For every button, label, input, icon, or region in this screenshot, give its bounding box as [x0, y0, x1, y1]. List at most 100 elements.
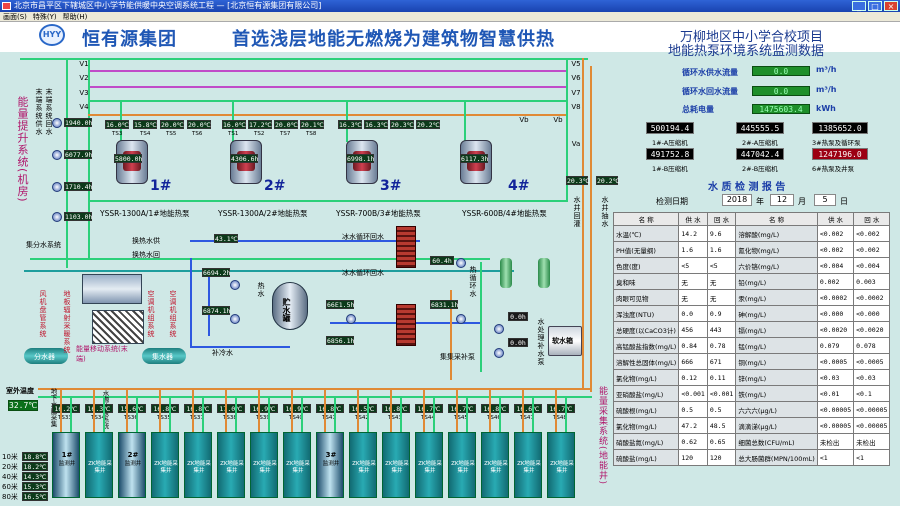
hp-temp-1: 16.0℃ — [105, 120, 129, 129]
heatpump-3-num: 3# — [380, 178, 402, 194]
soft-water-tank[interactable] — [548, 326, 582, 356]
report-item-name: 氯化物(mg/L) — [612, 417, 680, 434]
report-value: <5 — [706, 257, 737, 274]
close-button[interactable]: × — [884, 1, 898, 11]
maximize-button[interactable]: □ — [868, 1, 882, 11]
makeup-label: 集集采补泵 — [440, 353, 475, 361]
storage-tank[interactable] — [272, 282, 308, 330]
valve-v1[interactable]: V1 — [79, 60, 89, 68]
pump-soft-1[interactable] — [494, 324, 504, 334]
valve-vb2[interactable]: Vb — [553, 116, 563, 124]
monitor-well[interactable]: 1#监测井 — [52, 432, 80, 498]
collection-well[interactable]: ZK地能采集井 — [283, 432, 311, 498]
pump-center-3[interactable] — [346, 314, 356, 324]
well-name: ZK地能采集井 — [484, 461, 508, 474]
plate-exchanger-1[interactable] — [396, 226, 416, 268]
collection-well[interactable]: ZK地能采集井 — [250, 432, 278, 498]
well-temp: 16.8℃ — [316, 404, 344, 413]
pipe-green-right-2 — [480, 262, 482, 372]
monitor-well[interactable]: 2#监测井 — [118, 432, 146, 498]
depth-label: 20米 — [2, 463, 18, 471]
app-icon — [2, 2, 11, 10]
collection-well[interactable]: ZK地能采集井 — [151, 432, 179, 498]
distributor[interactable] — [24, 348, 68, 364]
pump-center-4[interactable] — [456, 258, 466, 268]
report-value: 1.6 — [706, 241, 737, 258]
pump-center-1[interactable] — [230, 280, 240, 290]
report-value: <0.00005 — [816, 417, 855, 434]
well-temp: 16.3℃ — [85, 404, 113, 413]
sand-filter-1[interactable] — [500, 258, 512, 288]
valve-v5[interactable]: V5 — [571, 60, 581, 68]
heatpump-3-model: YSSR-700B/3#地能热泵 — [336, 209, 421, 218]
valve-v3[interactable]: V3 — [79, 89, 89, 97]
menu-special[interactable]: 特殊(Y) — [32, 13, 57, 21]
report-value: 无 — [678, 289, 708, 306]
collection-well[interactable]: ZK地能采集井 — [217, 432, 245, 498]
collection-well[interactable]: ZK地能采集井 — [448, 432, 476, 498]
center-temp-top: 43.1℃ — [214, 234, 238, 243]
well-pipe-return — [334, 396, 336, 432]
energy-2b: 447042.4 — [736, 148, 784, 160]
pipe-orange-right-3 — [450, 290, 452, 380]
collection-well[interactable]: ZK地能采集井 — [514, 432, 542, 498]
valve-v7[interactable]: V7 — [571, 89, 581, 97]
collection-well[interactable]: ZK地能采集井 — [184, 432, 212, 498]
pump-center-2[interactable] — [230, 314, 240, 324]
report-item-name: 亚硝酸盐(mg/L) — [612, 385, 680, 402]
report-item-name: 高锰酸盐指数(mg/L) — [612, 337, 680, 354]
heatpump-2[interactable] — [226, 140, 266, 188]
valve-vb1[interactable]: Vb — [519, 116, 529, 124]
report-value: 48.5 — [706, 417, 737, 434]
report-month[interactable]: 12 — [770, 194, 794, 206]
pump-left-4[interactable] — [52, 212, 62, 222]
plate-exchanger-2[interactable] — [396, 304, 416, 346]
pump-left-2[interactable] — [52, 150, 62, 160]
collection-well[interactable]: ZK地能采集井 — [382, 432, 410, 498]
pump-center-5[interactable] — [456, 314, 466, 324]
collection-well[interactable]: ZK地能采集井 — [349, 432, 377, 498]
report-value: <0.002 — [853, 241, 891, 258]
collection-well[interactable]: ZK地能采集井 — [415, 432, 443, 498]
report-item-name: 浑浊度(NTU) — [612, 305, 680, 322]
pump-left-3[interactable] — [52, 182, 62, 192]
collection-well[interactable]: ZK地能采集井 — [547, 432, 575, 498]
collector[interactable] — [142, 348, 186, 364]
minimize-button[interactable]: _ — [852, 1, 866, 11]
pipe-orange-top — [88, 114, 566, 116]
report-year[interactable]: 2018 — [722, 194, 752, 206]
valve-v4[interactable]: V4 — [79, 103, 89, 111]
collection-well[interactable]: ZK地能采集井 — [481, 432, 509, 498]
pipe-blue-4 — [208, 270, 210, 336]
heatpump-1[interactable] — [112, 140, 152, 188]
sand-filter-2[interactable] — [538, 258, 550, 288]
menu-screen[interactable]: 画面(S) — [3, 13, 27, 21]
heatpump-4[interactable] — [456, 140, 496, 188]
menu-help[interactable]: 帮助(H) — [62, 13, 88, 21]
monitor-well[interactable]: 3#监测井 — [316, 432, 344, 498]
chiller-unit[interactable] — [82, 274, 142, 304]
energy-total-value: 1475603.4 — [752, 104, 810, 114]
valve-va[interactable]: Va — [571, 140, 581, 148]
pump-left-1[interactable] — [52, 118, 62, 128]
hp-temp-2: 15.8℃ — [133, 120, 157, 129]
report-item-name: 硝酸盐氮(mg/L) — [612, 433, 680, 450]
report-title: 水 质 检 测 报 告 — [708, 182, 786, 193]
well-pipe-supply — [324, 388, 326, 432]
valve-v6[interactable]: V6 — [571, 74, 581, 82]
report-value: 0.62 — [678, 433, 708, 450]
report-value: 9.6 — [706, 225, 737, 242]
center-runtime-1: 6694.2h — [202, 268, 231, 277]
collection-well[interactable]: ZK地能采集井 — [85, 432, 113, 498]
col-floor: 地板辐射采暖系统 — [63, 290, 71, 354]
well-sensor-id: TS35 — [157, 415, 171, 421]
well-name: 监测井 — [58, 461, 76, 467]
valve-v8[interactable]: V8 — [571, 103, 581, 111]
heatpump-3[interactable] — [342, 140, 382, 188]
report-day[interactable]: 5 — [814, 194, 836, 206]
pump-soft-2[interactable] — [494, 348, 504, 358]
valve-v2[interactable]: V2 — [79, 74, 89, 82]
